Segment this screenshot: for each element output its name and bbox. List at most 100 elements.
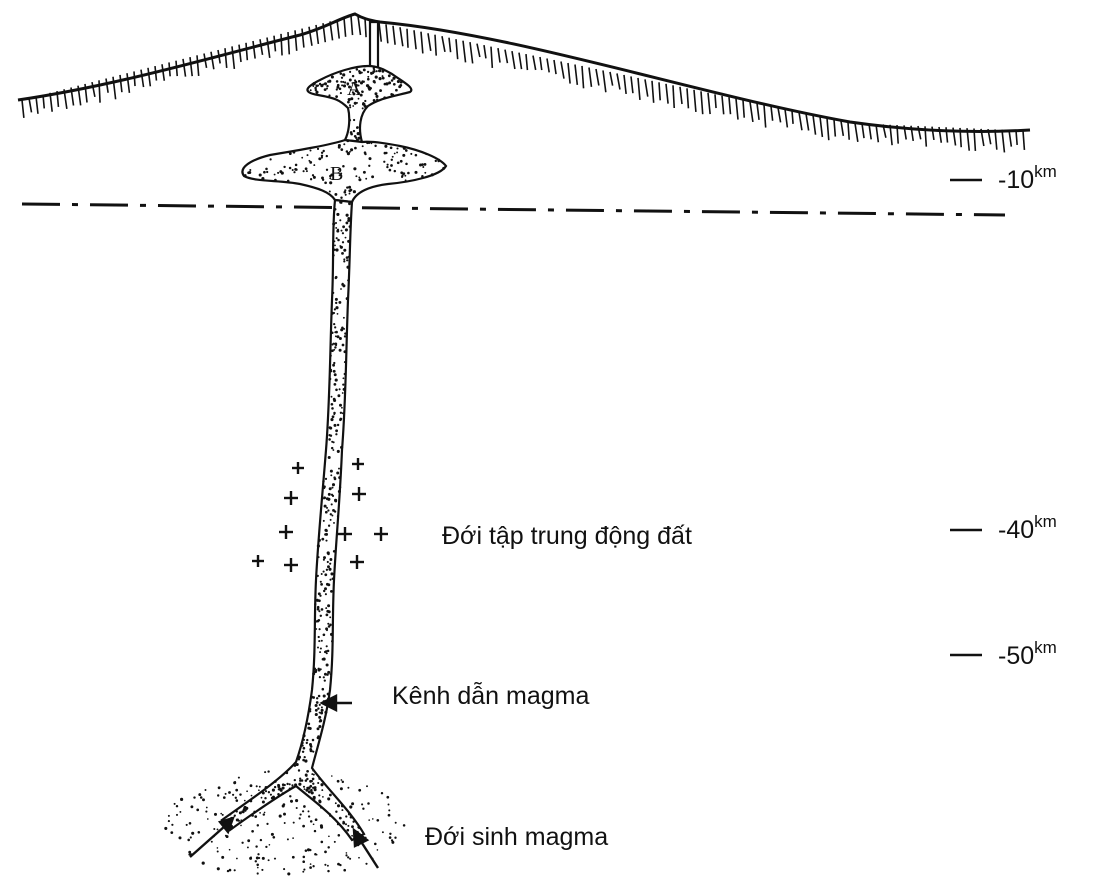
stipple-dot [315,709,318,712]
stipple-dot [322,688,325,691]
source-speckle-dot [176,805,178,807]
hatch-stroke [799,112,802,130]
stipple-dot [303,739,305,741]
stipple-dot [320,581,322,583]
source-speckle-dot [327,865,329,867]
stipple-dot [352,105,354,107]
stipple-dot [316,697,318,699]
stipple-dot [339,418,342,421]
chamber-b-label: B [330,163,343,185]
source-speckle-dot [170,831,173,834]
stipple-dot [391,93,394,96]
stipple-dot [350,131,353,134]
source-speckle-dot [303,805,306,808]
hatch-stroke [610,72,613,86]
stipple-dot [313,176,316,179]
stipple-dot [379,89,382,92]
stipple-dot [339,337,342,340]
source-speckle-dot [283,868,285,870]
stipple-dot [332,364,335,367]
source-speckle-dot [202,798,205,801]
source-speckle-dot [362,808,364,810]
hatch-stroke [358,16,360,35]
source-speckle-dot [327,870,329,872]
quake-plus-5-icon [279,525,293,539]
stipple-dot [305,167,308,170]
stipple-dot [328,493,331,496]
stipple-dot [278,788,280,790]
source-speckle-dot [174,803,176,805]
stipple-dot [390,164,393,167]
stipple-dot [357,137,360,140]
source-speckle-dot [267,770,269,772]
stipple-dot [270,794,272,796]
stipple-dot [322,480,324,482]
stipple-dot [328,553,330,555]
hatch-stroke [680,87,682,104]
source-speckle-dot [190,805,193,808]
stipple-dot [405,149,408,152]
hatch-stroke [603,70,606,92]
stipple-dot [333,413,335,415]
stipple-dot [289,152,292,155]
stipple-dot [334,383,337,386]
stipple-dot [274,780,277,783]
stipple-dot [405,179,407,181]
hatch-stroke [470,42,473,63]
quake-plus-9-icon [284,558,298,572]
stipple-dot [293,171,295,173]
source-speckle-dot [302,825,305,828]
hatch-stroke [393,26,395,45]
stipple-dot [336,472,339,475]
stipple-dot [304,760,307,763]
stipple-dot [331,403,334,406]
stipple-dot [304,756,306,758]
source-speckle-dot [235,789,238,792]
hatch-stroke [365,18,366,37]
hatch-stroke [29,98,32,112]
hatch-stroke [344,18,346,37]
stipple-dot [324,82,327,85]
stipple-dot [396,151,398,153]
stipple-dot [296,763,299,766]
source-speckle-dot [214,813,217,816]
stipple-dot [340,72,343,75]
stipple-dot [293,151,296,154]
stipple-dot [326,85,328,87]
stipple-dot [298,756,301,759]
stipple-dot [343,351,345,353]
quake-plus-2-icon [352,458,364,470]
stipple-dot [337,424,339,426]
stipple-dot [319,628,321,630]
depth-label-40: -40km [998,512,1057,544]
stipple-dot [388,81,391,84]
stipple-dot [332,483,335,486]
stipple-dot [346,186,348,188]
stipple-dot [337,313,339,315]
source-speckle-dot [374,843,377,846]
stipple-dot [330,572,333,575]
stipple-dot [312,672,315,675]
stipple-dot [318,695,321,698]
stipple-dot [362,145,364,147]
stipple-dot [421,177,423,179]
stipple-dot [306,742,308,744]
stipple-dot [259,173,262,176]
stipple-dot [335,379,338,382]
stipple-dot [317,85,319,87]
hatch-stroke [701,91,703,114]
stipple-dot [335,277,337,279]
hatch-stroke [400,27,403,46]
hatch-stroke [498,48,500,62]
hatch-stroke [428,33,431,51]
stipple-dot [301,744,303,746]
stipple-dot [342,284,345,287]
stipple-dot [356,102,358,104]
stipple-dot [330,470,333,473]
source-speckle-dot [334,841,336,843]
stipple-dot [310,745,313,748]
stipple-dot [329,558,332,561]
source-speckle-dot [257,824,259,826]
source-speckle-dot [340,787,343,790]
hatch-stroke [288,32,289,54]
